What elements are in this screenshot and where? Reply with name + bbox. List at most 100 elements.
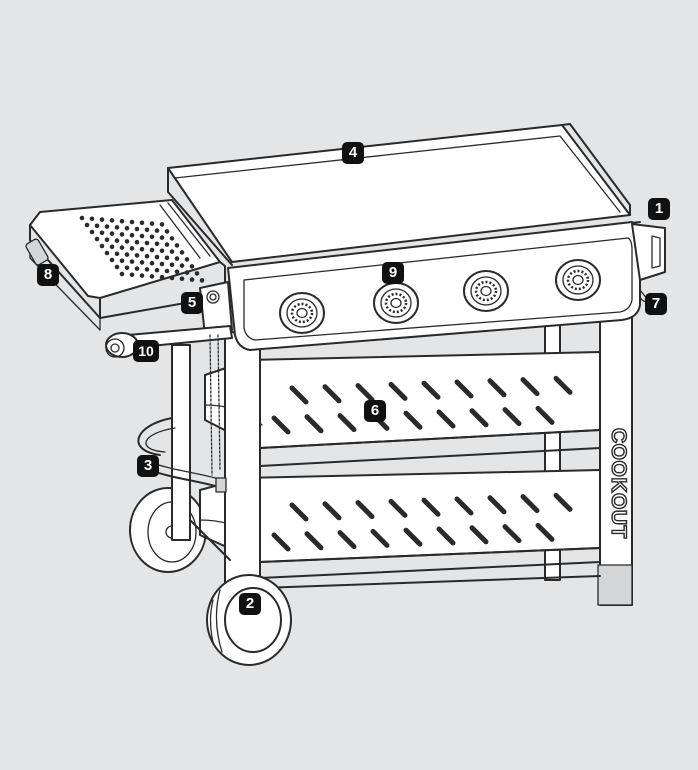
shelf-slot [502,407,522,427]
shelf-slot [469,525,489,545]
shelf-hole [174,256,180,261]
shelf-hole [149,221,155,226]
shelf-hole [114,251,120,257]
brand-logo: COOKOUT [606,427,630,539]
shelf-hole [89,216,95,222]
shelf-hole [154,254,160,260]
shelf-hole [114,225,120,230]
shelf-hole [89,229,95,235]
shelf-hole [179,263,185,268]
shelf-hole [79,215,85,221]
shelf-hole [149,274,155,279]
shelf-hole [164,268,170,274]
shelf-hole [164,255,170,261]
shelf-hole [109,257,115,263]
shelf-hole [184,257,190,262]
callout-9: 9 [382,262,404,284]
shelf-hole [119,232,125,237]
shelf-hole [179,250,185,255]
shelf-slot [337,530,357,550]
shelf-hole [114,264,120,270]
shelf-slot [271,532,291,552]
shelf-hole [184,270,190,275]
shelf-hole [119,258,125,264]
shelf-hole [139,260,145,265]
shelf-hole [109,231,115,236]
shelf-slot [535,522,555,542]
shelf-slot [469,408,489,428]
shelf-hole [84,222,90,228]
shelf-hole [129,232,135,238]
callout-8: 8 [37,264,59,286]
shelf-hole [154,228,160,233]
shelf-slot [454,496,474,516]
burner-knob [555,259,601,301]
shelf-hole [119,218,125,224]
shelf-slot [355,383,375,403]
shelf-hole [119,271,125,277]
shelf-slot [535,405,555,425]
shelf-hole [144,227,150,233]
shelf-hole [159,222,165,227]
burner-knob [373,282,419,324]
callout-6: 6 [364,400,386,422]
shelf-slot [271,415,291,435]
knobs [279,259,601,334]
front-wheel [206,574,292,666]
shelf-hole [164,242,170,247]
callout-2: 2 [239,593,261,615]
shelf-slot [520,377,540,397]
shelf-slot [322,501,342,521]
side-shelf-holes [79,215,205,283]
shelf-hole [189,264,195,269]
shelf-slot [436,526,456,546]
shelf-hole [134,266,140,271]
shelf-hole [164,229,170,234]
shelf-slot [388,381,408,401]
shelf-hole [129,219,135,225]
shelf-slot [370,528,390,548]
shelf-hole [109,218,115,223]
shelf-hole [149,234,155,240]
shelf-slot [553,375,573,395]
shelf-slot [520,494,540,514]
shelf-hole [169,275,175,281]
shelf-hole [104,224,110,229]
shelf-hole [124,225,130,231]
shelf-hole [144,267,150,272]
burner-knob [463,270,509,312]
shelf-hole [144,253,150,259]
shelf-hole [149,260,155,266]
shelf-hole [104,250,110,256]
shelf-hole [99,217,105,222]
shelf-slot [403,527,423,547]
callout-5: 5 [181,292,203,314]
shelf-hole [99,243,105,249]
shelf-hole [129,259,135,264]
shelf-slot [289,385,309,405]
shelf-slot [502,524,522,544]
shelf-hole [169,262,175,268]
shelf-slot [337,413,357,433]
shelf-slot [304,414,324,434]
shelf-slot [487,495,507,515]
shelf-slot [553,492,573,512]
shelf-hole [109,244,115,250]
shelf-hole [139,220,145,226]
shelf-hole [174,269,180,275]
shelf-hole [179,276,185,282]
shelf-hole [124,252,130,257]
shelf-hole [169,249,175,254]
shelf-slot [355,500,375,520]
shelf-hole [194,271,200,276]
shelf-hole [129,246,135,251]
shelf-slot [322,384,342,404]
shelf-hole [139,273,145,278]
back-wheel [129,487,207,573]
callout-4: 4 [342,142,364,164]
shelf-hole [94,236,100,242]
shelf-hole [114,238,120,243]
shelf-slot [421,380,441,400]
